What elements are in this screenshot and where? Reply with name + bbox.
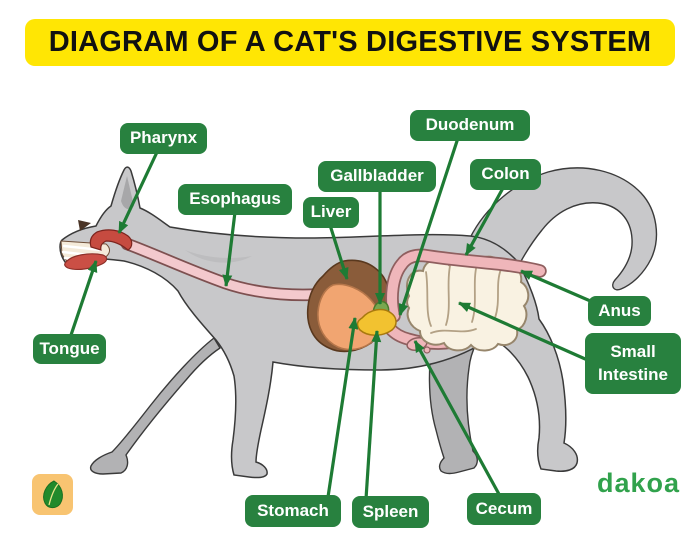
leader-line-tongue bbox=[68, 260, 98, 339]
label-cecum: Cecum bbox=[467, 493, 541, 525]
pharynx-shape bbox=[89, 229, 133, 251]
colon-shape bbox=[387, 250, 545, 321]
cat-far-front-leg bbox=[89, 336, 221, 475]
page-title: DIAGRAM OF A CAT'S DIGESTIVE SYSTEM bbox=[48, 26, 652, 58]
label-stomach: Stomach bbox=[245, 495, 341, 527]
label-tongue: Tongue bbox=[33, 334, 106, 364]
label-anus: Anus bbox=[588, 296, 651, 326]
leaf-icon bbox=[42, 479, 63, 508]
leader-line-liver bbox=[328, 224, 349, 280]
cat-eye bbox=[78, 220, 91, 231]
label-pharynx: Pharynx bbox=[120, 123, 207, 154]
leader-line-esophagus bbox=[222, 211, 237, 287]
leader-line-colon bbox=[464, 187, 505, 256]
leader-line-pharynx bbox=[117, 149, 160, 234]
brand-logo bbox=[32, 474, 73, 515]
watermark-text: dakoa bbox=[596, 468, 680, 498]
leader-lines bbox=[68, 137, 596, 500]
shoulder-shadow bbox=[185, 250, 252, 263]
label-gallbladder: Gallbladder bbox=[318, 161, 436, 192]
label-colon: Colon bbox=[470, 159, 541, 190]
leader-line-cecum bbox=[413, 340, 502, 497]
title-banner: DIAGRAM OF A CAT'S DIGESTIVE SYSTEM bbox=[25, 19, 675, 66]
leader-line-spleen bbox=[364, 330, 382, 500]
leader-line-small-intestine bbox=[458, 301, 593, 364]
leader-line-anus bbox=[520, 269, 596, 305]
label-esophagus: Esophagus bbox=[178, 184, 292, 215]
label-liver: Liver bbox=[303, 197, 359, 228]
label-spleen: Spleen bbox=[352, 496, 429, 528]
cat-tail bbox=[469, 167, 658, 291]
label-duodenum: Duodenum bbox=[410, 110, 530, 141]
leader-line-stomach bbox=[326, 317, 359, 498]
cat-inner-ear bbox=[121, 176, 134, 209]
intestine-loop-lines bbox=[425, 263, 502, 334]
label-small-intestine: Small Intestine bbox=[585, 333, 681, 394]
cecum-nub bbox=[423, 346, 431, 354]
cat-far-hind-leg bbox=[428, 339, 478, 475]
leader-line-duodenum bbox=[398, 137, 460, 316]
